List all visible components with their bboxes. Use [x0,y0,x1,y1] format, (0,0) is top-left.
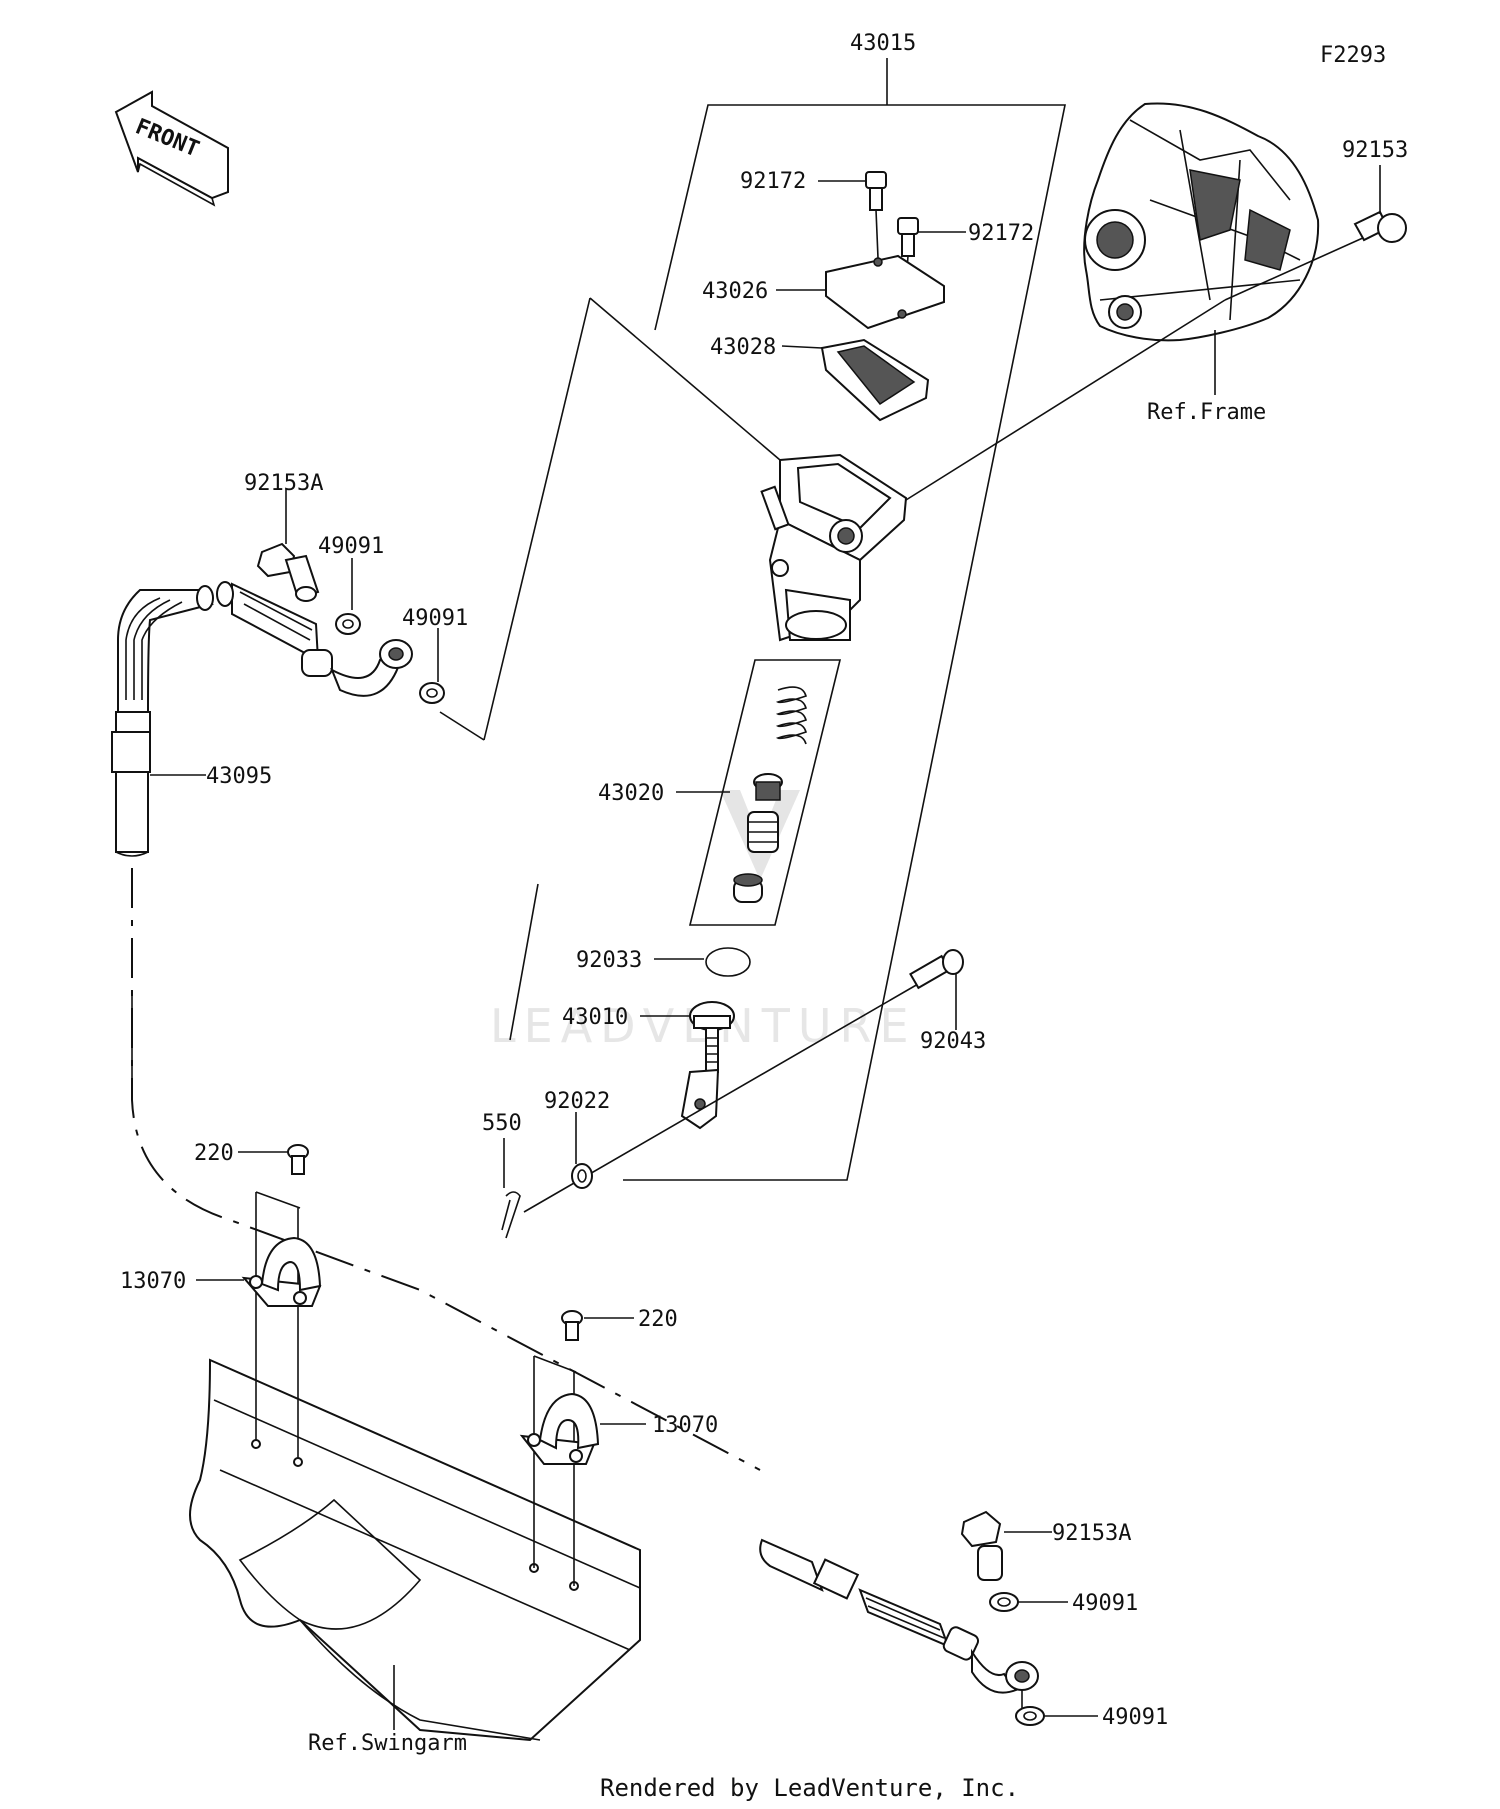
push-rod-43010: 43010 [562,1001,735,1130]
watermark-logo [720,790,800,880]
callout-49091-d: 49091 [1102,1705,1168,1730]
callout-43020: 43020 [598,781,664,806]
clamp-13070-right: 13070 [519,1355,718,1586]
callout-92153A-bottom: 92153A [1052,1521,1131,1546]
brake-hose-43095: 43095 [111,581,413,857]
callout-92043: 92043 [920,1029,986,1054]
bolt-92153: 92153 [1224,138,1408,301]
callout-92022: 92022 [544,1089,610,1114]
callout-13070-left: 13070 [120,1269,186,1294]
circlip-92033: 92033 [576,947,751,977]
washer-49091-c: 49091 [989,1591,1138,1616]
callout-220-right: 220 [638,1307,678,1332]
ref-frame-label: Ref.Frame [1147,400,1266,425]
leader-line-frame [905,299,1226,501]
front-arrow-icon: FRONT [114,90,229,207]
washer-92022: 92022 [544,1089,610,1189]
assembly-bracket-43015: 43015 [623,31,1066,1181]
leader-line-left-bracket [509,883,539,1041]
washer-49091-a: 49091 [318,534,384,635]
callout-550: 550 [482,1111,522,1136]
callout-49091-b: 49091 [402,606,468,631]
callout-92153A-top: 92153A [244,471,323,496]
screw-92172-left: 92172 [740,169,887,259]
clamp-13070-left: 13070 [120,1191,322,1458]
footer-credit: Rendered by LeadVenture, Inc. [600,1774,1019,1802]
leader-line-cylinder-top [589,297,781,461]
callout-92172-left: 92172 [740,169,806,194]
diaphragm-43028: 43028 [710,335,930,422]
swingarm-reference: Ref.Swingarm [189,1358,641,1756]
master-cylinder-body [760,453,908,642]
leader-line-hose-washer [483,297,591,741]
hose-route-dashed [131,868,761,1471]
callout-92033: 92033 [576,948,642,973]
callout-43010: 43010 [562,1005,628,1030]
callout-43015: 43015 [850,31,916,56]
callout-220-left: 220 [194,1141,234,1166]
reservoir-cap-43026: 43026 [702,254,945,330]
hose-lower-end [759,1538,1039,1694]
screw-220-right: 220 [561,1307,678,1341]
callout-43026: 43026 [702,279,768,304]
banjo-bolt-92153A-bottom: 92153A [960,1510,1131,1710]
callout-92153: 92153 [1342,138,1408,163]
banjo-bolt-92153A-top: 92153A [244,471,323,602]
figure-code: F2293 [1320,43,1386,68]
callout-13070-right: 13070 [652,1413,718,1438]
pin-92043: 92043 [523,949,986,1213]
callout-43028: 43028 [710,335,776,360]
cotter-pin-550: 550 [482,1111,522,1239]
washer-49091-b: 49091 [402,606,468,704]
washer-49091-d: 49091 [1015,1705,1168,1730]
callout-49091-c: 49091 [1072,1591,1138,1616]
callout-92172-right: 92172 [968,221,1034,246]
leader-line-washer-49091 [439,711,485,741]
callout-49091-a: 49091 [318,534,384,559]
screw-220-left: 220 [194,1141,309,1175]
frame-reference: Ref.Frame [1083,102,1320,425]
ref-swingarm-label: Ref.Swingarm [308,1731,467,1756]
callout-43095: 43095 [206,764,272,789]
piston-kit-43020: 43020 [598,659,842,926]
